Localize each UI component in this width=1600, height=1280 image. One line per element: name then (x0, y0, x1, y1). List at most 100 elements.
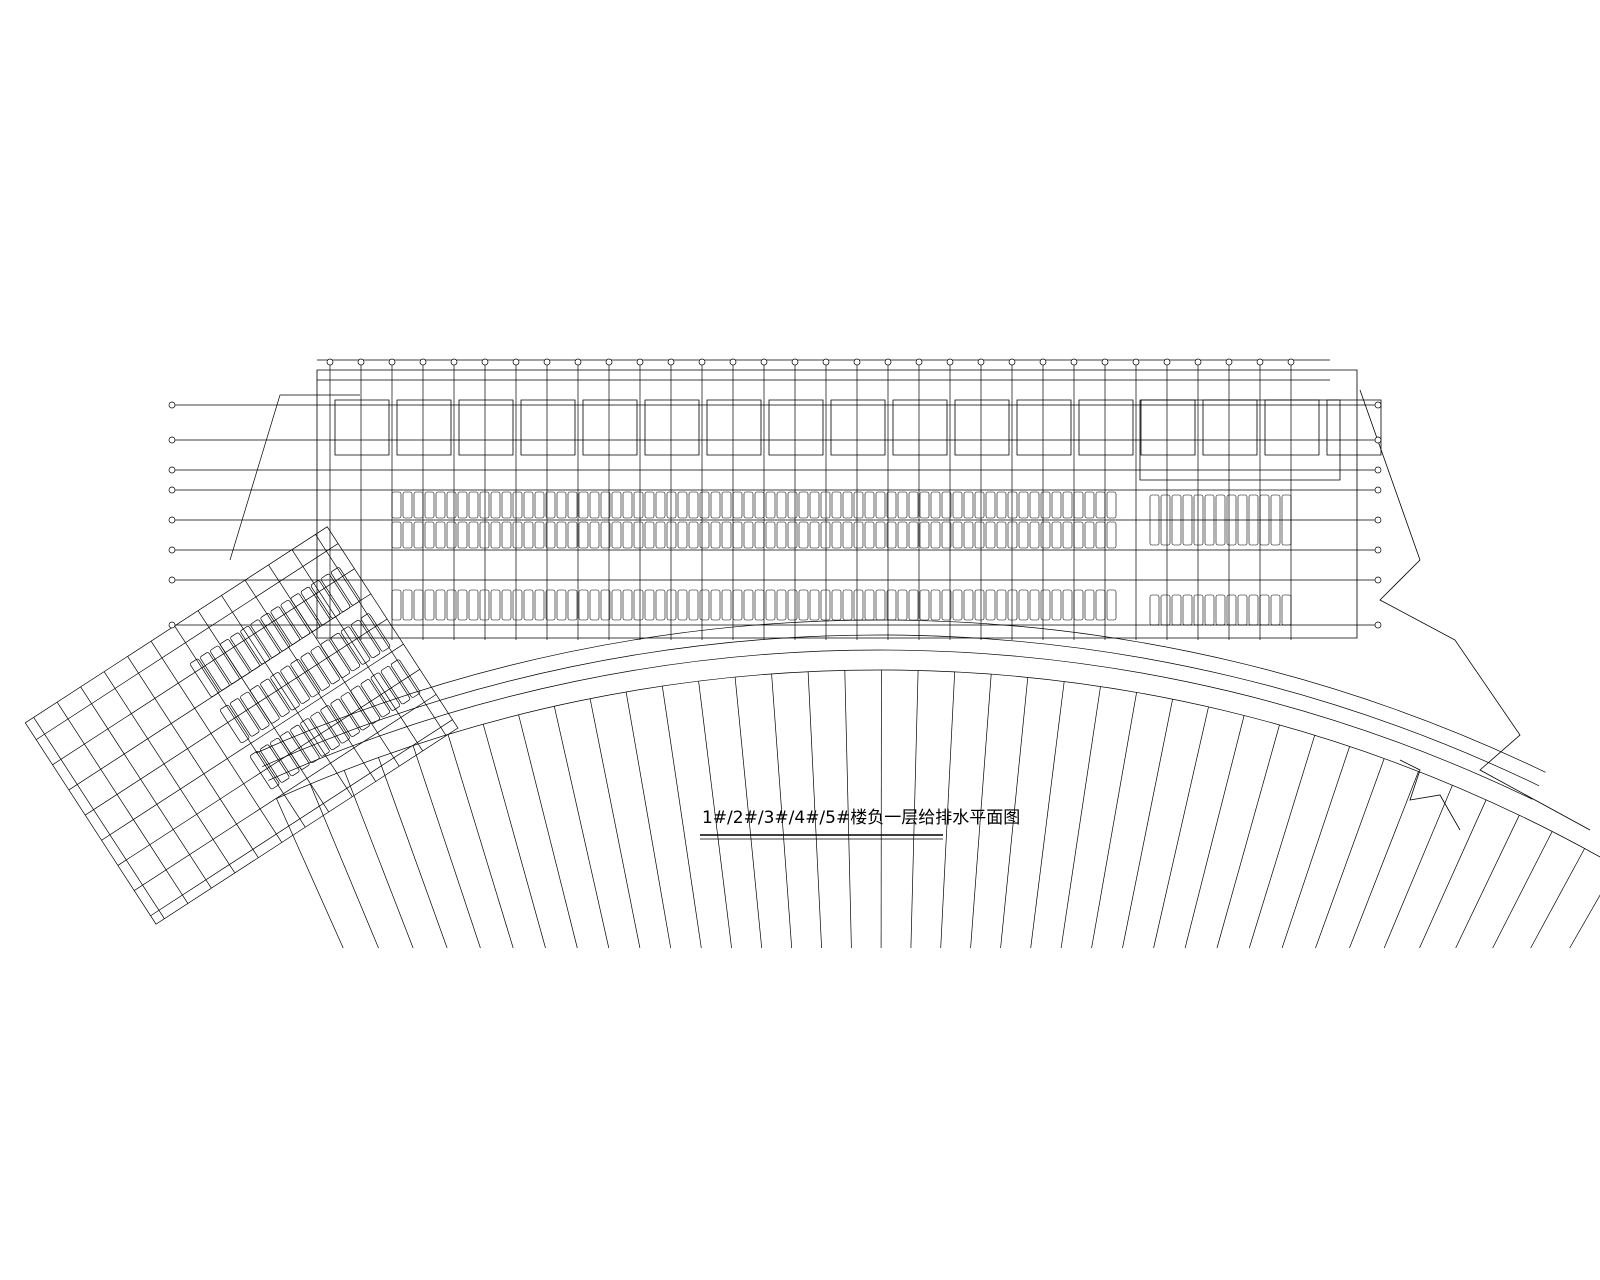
left-wing-parking-stall (240, 626, 270, 665)
parking-stall (755, 590, 764, 620)
parking-stall (502, 522, 511, 548)
parking-stall (579, 590, 588, 620)
parking-stall (689, 492, 698, 518)
fan-radial-line (1420, 800, 1487, 948)
parking-stall (1260, 595, 1269, 625)
parking-stall (568, 590, 577, 620)
parking-stall (425, 522, 434, 548)
left-wing-grid-line (102, 644, 404, 840)
parking-stall (799, 492, 808, 518)
top-axis-bubble (760, 358, 768, 366)
parking-stall (612, 522, 621, 548)
parking-stall (1183, 595, 1192, 625)
parking-stall (645, 492, 654, 518)
parking-stall (755, 522, 764, 548)
fan-radial-line (1092, 692, 1137, 948)
top-axis-bubble (1101, 358, 1109, 366)
parking-stall (1041, 522, 1050, 548)
parking-stall (1063, 522, 1072, 548)
room-partition (707, 400, 761, 455)
parking-stall (1052, 590, 1061, 620)
parking-stall (964, 522, 973, 548)
right-axis-bubble (1374, 486, 1382, 494)
fan-radial-line (699, 681, 732, 948)
fan-radial-line (772, 674, 792, 948)
parking-stall (1271, 595, 1280, 625)
parking-stall (931, 522, 940, 548)
fan-radial-line (590, 699, 640, 948)
left-wing-outline (25, 527, 458, 924)
parking-stall (942, 522, 951, 548)
parking-stall (1271, 495, 1280, 545)
parking-stall (975, 492, 984, 518)
parking-stall (909, 492, 918, 518)
parking-stall (524, 492, 533, 518)
arc-boundary (256, 620, 1545, 772)
fan-radial-line (1001, 677, 1028, 948)
axis-bubbles (168, 358, 1382, 629)
parking-stall (645, 522, 654, 548)
parking-stall (678, 590, 687, 620)
parking-stall (931, 492, 940, 518)
parking-stall (777, 492, 786, 518)
parking-stall (667, 522, 676, 548)
left-wing-parking-stall (310, 580, 340, 619)
parking-stall (865, 492, 874, 518)
left-wing-parking-stall (270, 606, 300, 645)
room-partition (1141, 400, 1195, 455)
left-wing-parking-stall (190, 658, 220, 697)
parking-stall (1085, 590, 1094, 620)
left-axis-bubble (168, 466, 176, 474)
parking-stall (700, 590, 709, 620)
left-wing-grid-line (81, 687, 212, 888)
left-wing-parking-stall (331, 567, 361, 606)
left-axis-bubble (168, 576, 176, 584)
parking-stall (931, 590, 940, 620)
fan-radial-line (808, 672, 822, 948)
left-wing-grid-line (151, 641, 282, 842)
parking-stall (821, 590, 830, 620)
top-axis-bubble (574, 358, 582, 366)
parking-stall (403, 590, 412, 620)
parking-stall (1063, 590, 1072, 620)
parking-stall (777, 590, 786, 620)
parking-stall (425, 492, 434, 518)
room-partition (459, 400, 513, 455)
parking-stall (1282, 595, 1291, 625)
parking-stall (810, 492, 819, 518)
main-rectangular-block (317, 360, 1381, 638)
right-axis-bubble (1374, 546, 1382, 554)
parking-stall (810, 590, 819, 620)
parking-stall (887, 492, 896, 518)
left-wing-parking-stall (230, 632, 260, 671)
parking-stall (392, 590, 401, 620)
fan-radial-line (1217, 725, 1280, 948)
parking-stall (1074, 590, 1083, 620)
parking-stall (832, 522, 841, 548)
left-wing-parking-stall (330, 633, 360, 672)
parking-stall (733, 522, 742, 548)
parking-stall (634, 522, 643, 548)
parking-stall (645, 590, 654, 620)
top-axis-bubble (729, 358, 737, 366)
parking-stall (1205, 595, 1214, 625)
fan-radial-line (519, 715, 578, 948)
top-axis-bubble (388, 358, 396, 366)
parking-stall (964, 492, 973, 518)
parking-stall (458, 492, 467, 518)
fan-radial-line (911, 671, 918, 949)
parking-stall (1085, 522, 1094, 548)
room-partition (335, 400, 389, 455)
left-wing-parking-stall (290, 659, 320, 698)
left-wing-parking-stall (270, 672, 300, 711)
parking-stall (1030, 522, 1039, 548)
parking-stall (711, 492, 720, 518)
room-partition (955, 400, 1009, 455)
parking-stall (502, 492, 511, 518)
left-wing-parking-stall (280, 731, 310, 770)
parking-stall (942, 492, 951, 518)
left-wing-parking-stall (300, 586, 330, 625)
room-partition (1017, 400, 1071, 455)
parking-stall (876, 522, 885, 548)
